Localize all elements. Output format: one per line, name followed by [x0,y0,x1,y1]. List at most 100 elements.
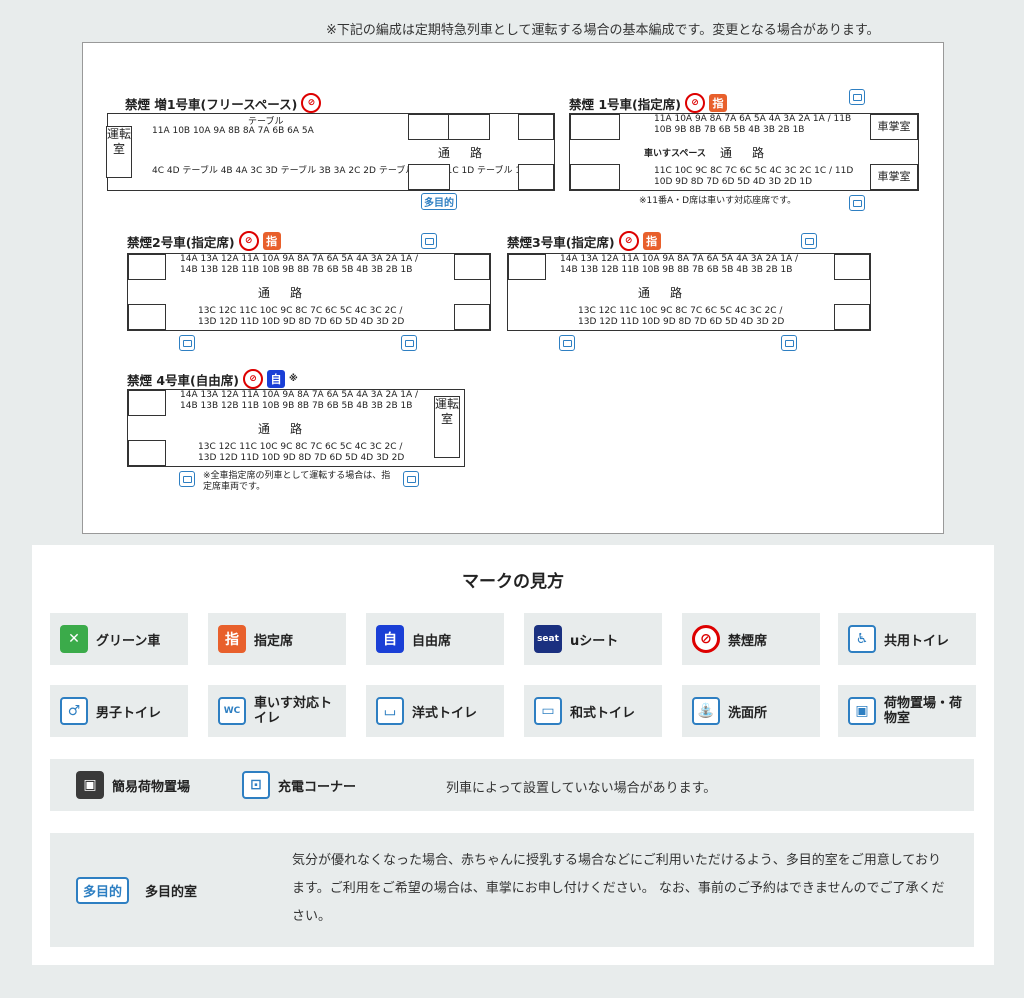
conductor-room: 車掌室 [870,164,918,190]
legend-title: マークの見方 [462,572,564,592]
legend-label: 自由席 [412,633,452,649]
no-smoking-icon: ⊘ [692,625,720,653]
seat-row-bottom: 13C 12C 11C 10C 9C 8C 7C 6C 5C 4C 3C 2C … [198,306,405,327]
car-body-plus1: 運転室 テーブル 11A 10B 10A 9A 8B 8A 7A 6B 6A 5… [106,113,555,191]
room-box [448,114,490,140]
luggage-icon [781,335,797,351]
reserved-note: ※全車指定席の列車として運転する場合は、指定席車両です。 [203,471,391,492]
u-seat-icon: seat [534,625,562,653]
aisle-label: 通路 [720,146,785,160]
non-reserved-seat-icon: 自 [266,370,285,388]
legend-label: グリーン車 [96,633,161,649]
no-smoking-icon: ⊘ [242,369,263,389]
seat-row-top: 14A 13A 12A 11A 10A 9A 8A 7A 6A 5A 4A 3A… [180,390,419,411]
legend-band-facilities: ▣ 簡易荷物置場 ⊡ 充電コーナー 列車によって設置していない場合があります。 [50,759,974,811]
top-note: ※下記の編成は定期特急列車として運転する場合の基本編成です。変更となる場合があり… [326,23,880,38]
wheelchair-space-label: 車いすスペース [644,149,706,159]
legend-green-car: ✕ グリーン車 [50,613,188,665]
aisle-label: 通路 [258,422,323,436]
legend-mens-toilet: ♂ 男子トイレ [50,685,188,737]
reserved-seat-icon: 指 [642,232,661,250]
legend-label: uシート [570,633,619,649]
room-box [518,164,554,190]
car-title-4: 禁煙 4号車(自由席) ⊘ 自 ※ [127,369,298,389]
luggage-icon [559,335,575,351]
aisle-label: 通路 [438,146,503,160]
legend-u-seat: seat uシート [524,613,662,665]
luggage-icon [179,471,195,487]
car-body-1: 車いすスペース 通路 11A 10A 9A 8A 7A 6A 5A 4A 3A … [569,113,919,191]
legend-western-toilet: ⌴ 洋式トイレ [366,685,504,737]
luggage-icon [421,233,437,249]
seat-row-top: 14A 13A 12A 11A 10A 9A 8A 7A 6A 5A 4A 3A… [180,254,419,275]
room-box [518,114,554,140]
room-box [408,114,450,140]
green-car-icon: ✕ [60,625,88,653]
car-title-text: 禁煙 4号車(自由席) [127,372,239,388]
vestibule-box [128,440,166,466]
car-title-text: 禁煙 1号車(指定席) [569,96,681,112]
mens-toilet-room [454,304,490,330]
accessible-toilet-icon: WC [218,697,246,725]
charging-icon: ⊡ [242,771,270,799]
conductor-room: 車掌室 [870,114,918,140]
luggage-icon [849,89,865,105]
car-title-text: 禁煙3号車(指定席) [507,234,615,250]
no-smoking-icon: ⊘ [618,231,639,251]
japanese-toilet-icon: ▭ [534,697,562,725]
reserved-seat-icon: 指 [708,94,727,112]
vestibule-box [128,390,166,416]
multipurpose-room-tag: 多目的 [421,193,457,210]
shared-toilet-icon: ♿ [848,625,876,653]
car-title-plus1: 禁煙 増1号車(フリースペース) ⊘ [125,93,322,113]
footnote-mark: ※ [288,374,298,384]
seat-row-bottom: 4C 4D テーブル 4B 4A 3C 3D テーブル 3B 3A 2C 2D … [152,166,542,176]
legend-multipurpose: 多目的 多目的室 [76,877,197,904]
legend-simple-luggage: ▣ 簡易荷物置場 [76,771,190,799]
legend-label: 和式トイレ [570,705,636,721]
reserved-seat-icon: 指 [262,232,281,250]
car-title-text: 禁煙2号車(指定席) [127,234,235,250]
legend-label: 車いす対応トイレ [254,696,333,726]
luggage-icon [801,233,817,249]
legend-label: 洗面所 [728,705,768,721]
legend-band-multipurpose: 多目的 多目的室 気分が優れなくなった場合、赤ちゃんに授乳する場合などにご利用い… [50,833,974,947]
car-body-3: 14A 13A 12A 11A 10A 9A 8A 7A 6A 5A 4A 3A… [507,253,871,331]
aisle-label: 通路 [258,286,323,300]
driver-cab: 運転室 [434,396,460,458]
legend-label: 男子トイレ [96,705,162,721]
vestibule-box [508,254,546,280]
reserved-seat-icon: 指 [218,625,246,653]
seat-row-top: 11A 10B 10A 9A 8B 8A 7A 6B 6A 5A [152,126,314,136]
legend-reserved: 指 指定席 [208,613,346,665]
luggage-icon [849,195,865,211]
washroom-icon: ⛲ [692,697,720,725]
legend-label: 禁煙席 [728,633,768,649]
train-formation-diagram: 禁煙 増1号車(フリースペース) ⊘ 運転室 テーブル 11A 10B 10A … [82,42,944,534]
car-title-3: 禁煙3号車(指定席) ⊘ 指 [507,231,661,251]
no-smoking-icon: ⊘ [684,93,705,113]
seat-row-bottom: 13C 12C 11C 10C 9C 8C 7C 6C 5C 4C 3C 2C … [198,442,405,463]
legend-accessible-toilet: WC 車いす対応トイレ [208,685,346,737]
legend-label: 共用トイレ [884,633,950,649]
room-box [408,164,450,190]
western-toilet-icon: ⌴ [376,697,404,725]
multipurpose-description: 気分が優れなくなった場合、赤ちゃんに授乳する場合などにご利用いただけるよう、多目… [292,853,945,924]
car-body-2: 14A 13A 12A 11A 10A 9A 8A 7A 6A 5A 4A 3A… [127,253,491,331]
legend-label: 充電コーナー [278,779,357,795]
legend-label: 荷物置場・荷物室 [884,696,963,726]
wheelchair-seat-note: ※11番A・D席は車いす対応座席です。 [639,196,797,206]
simple-luggage-icon: ▣ [76,771,104,799]
legend-charging: ⊡ 充電コーナー [242,771,356,799]
band-note: 列車によって設置していない場合があります。 [446,781,717,796]
car-title-2: 禁煙2号車(指定席) ⊘ 指 [127,231,281,251]
mens-toilet-room [834,304,870,330]
car-title-text: 禁煙 増1号車(フリースペース) [125,96,298,112]
accessible-toilet-room [570,164,620,190]
aisle-label: 通路 [638,286,703,300]
driver-cab: 運転室 [106,126,132,178]
car-body-4: 14A 13A 12A 11A 10A 9A 8A 7A 6A 5A 4A 3A… [127,389,465,467]
no-smoking-icon: ⊘ [238,231,259,251]
vestibule-box [128,254,166,280]
legend-panel: マークの見方 ✕ グリーン車 指 指定席 自 自由席 seat uシート ⊘ 禁… [32,545,994,965]
